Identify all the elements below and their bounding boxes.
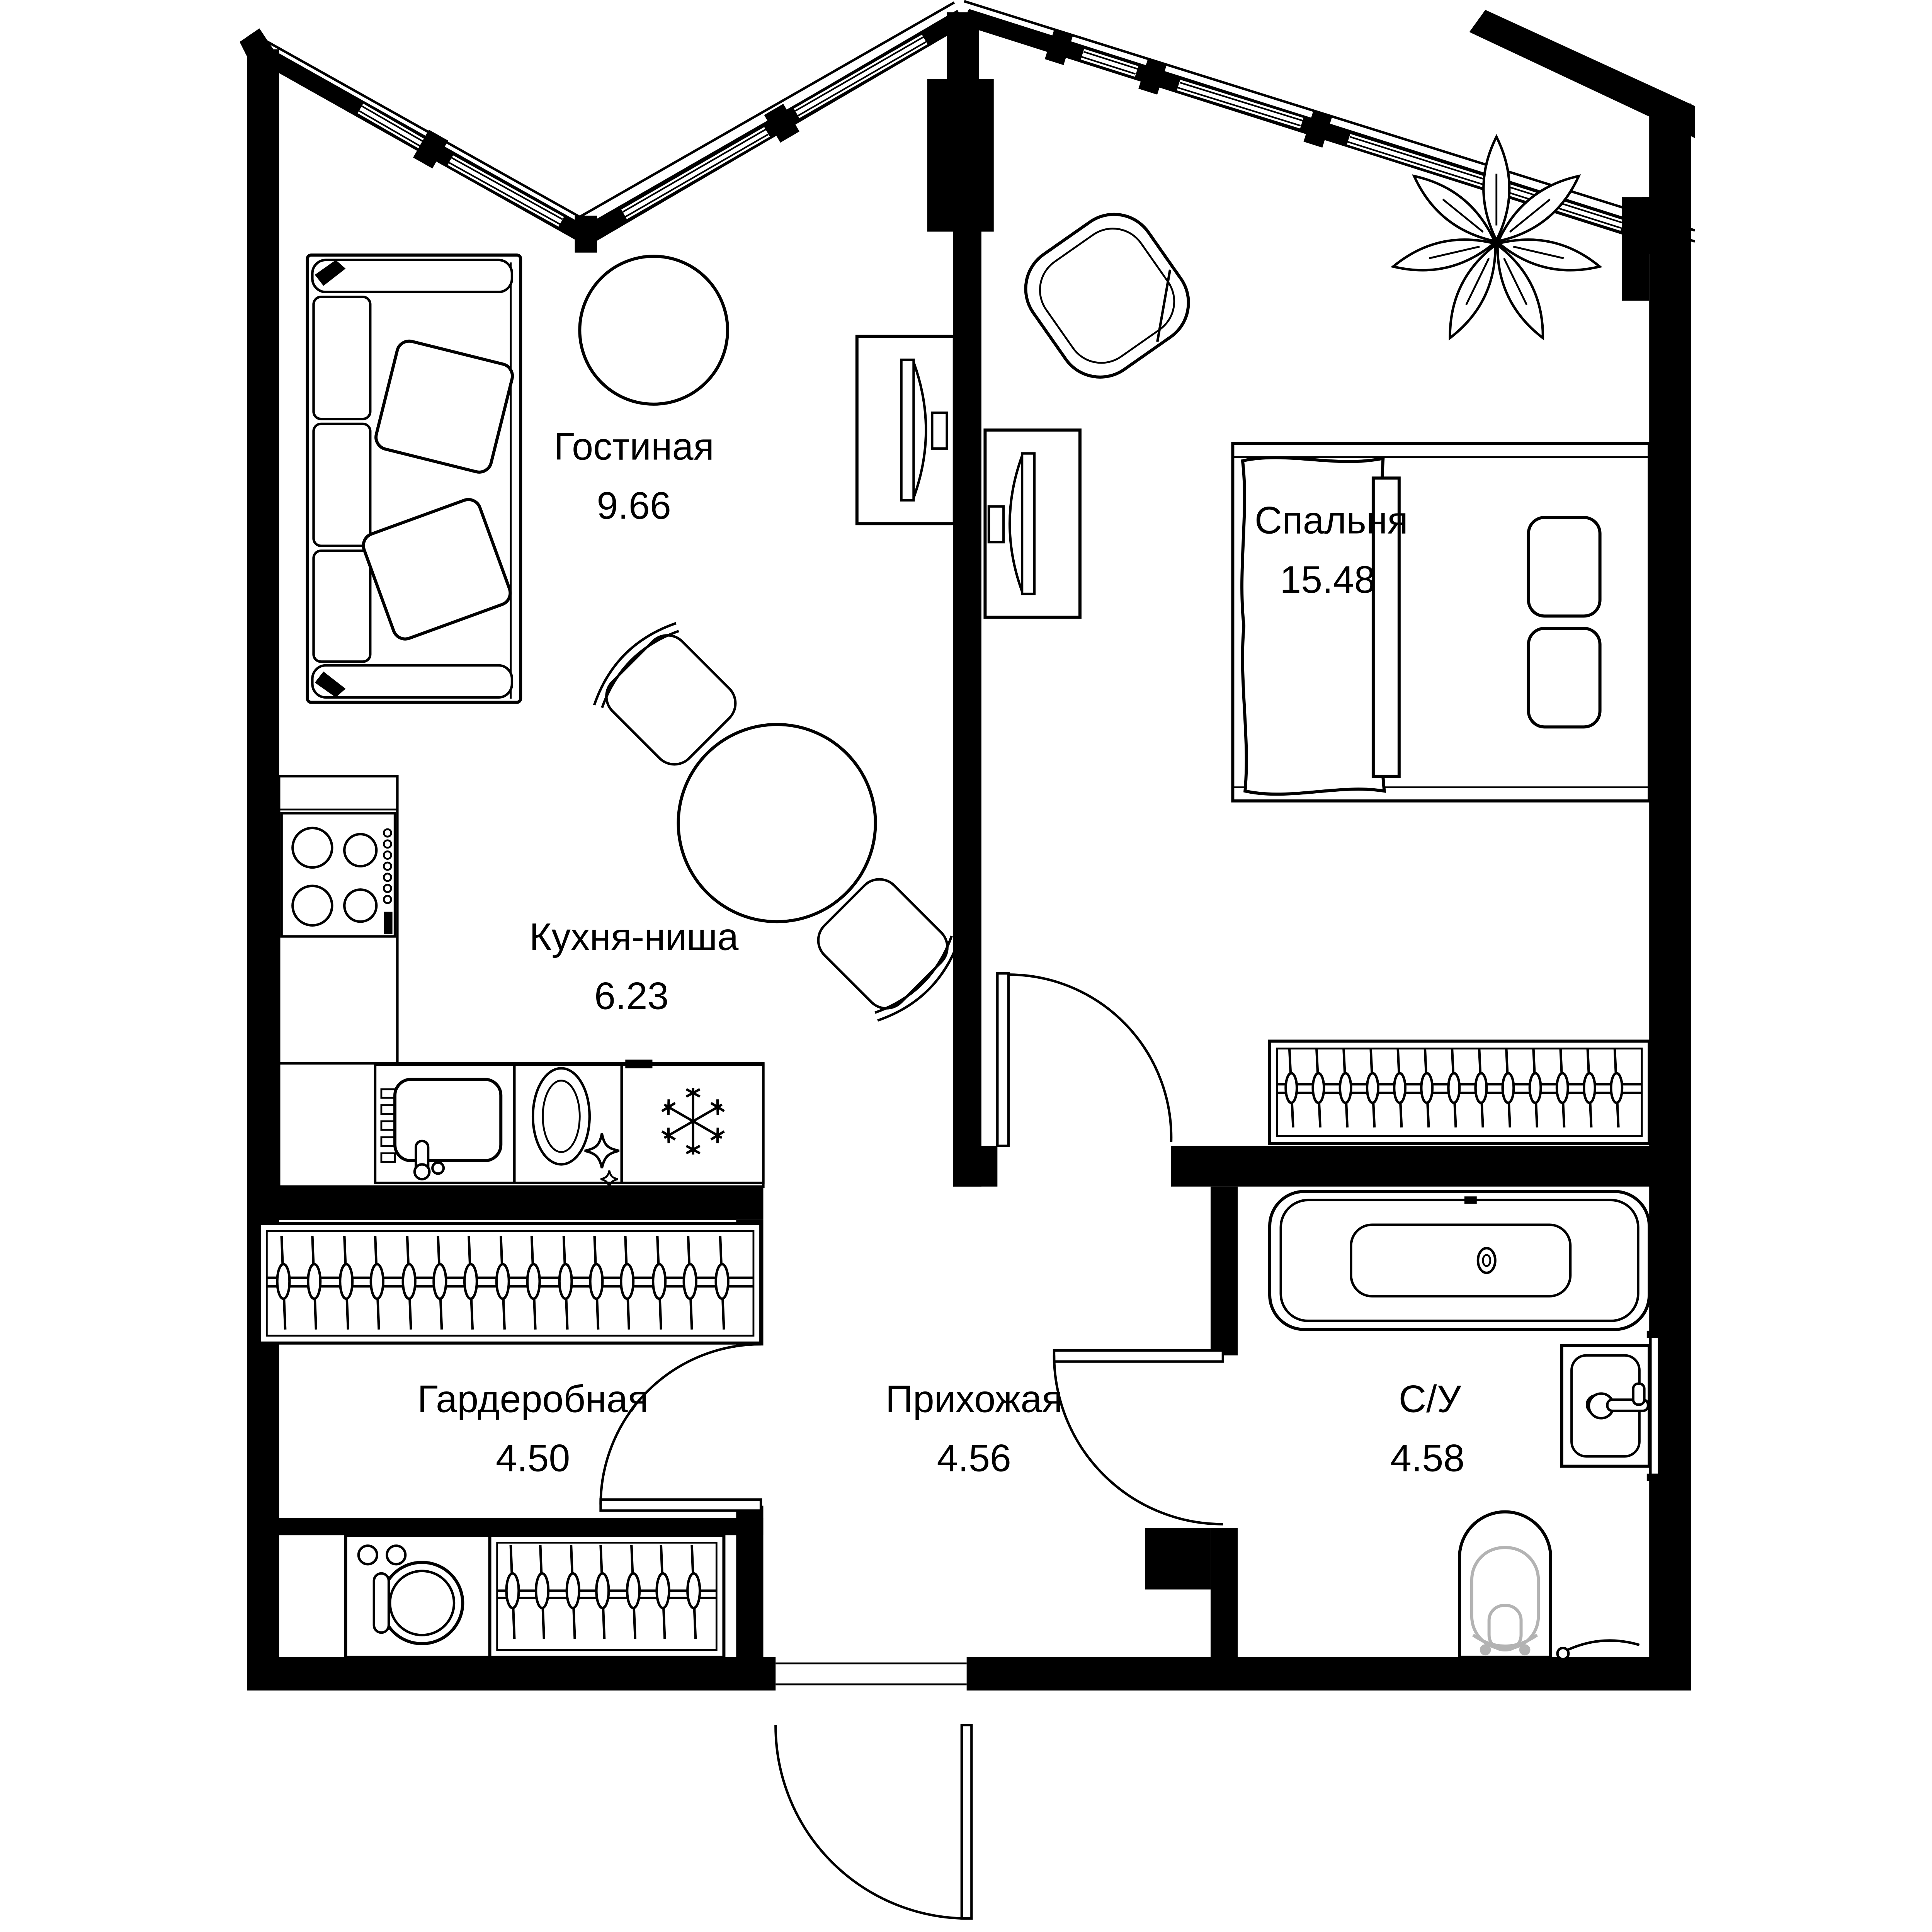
tv-mount (931, 412, 948, 450)
room-label-kitchen: Кухня-ниша 6.23 (529, 916, 739, 1017)
kitchen-bottom-wall (247, 1186, 764, 1220)
room-area: 4.50 (496, 1437, 570, 1479)
pillow (1527, 627, 1602, 729)
kitchen-counter (278, 775, 765, 1188)
blanket (1240, 456, 1387, 796)
room-area: 4.56 (937, 1437, 1011, 1479)
room-area: 6.23 (594, 975, 668, 1017)
kitchen-sink (374, 1063, 516, 1184)
bath-wall-upper (1210, 1186, 1238, 1355)
pillow (1527, 516, 1602, 618)
left-wall (247, 49, 279, 1657)
toilet (1458, 1510, 1553, 1659)
partition-living-bedroom (953, 229, 981, 1187)
drain (1476, 1247, 1497, 1274)
right-wall-step (1622, 197, 1650, 301)
tv-screen (900, 358, 915, 502)
headboard (1371, 476, 1401, 778)
interior-walls (247, 229, 1691, 1690)
room-area: 9.66 (597, 484, 671, 527)
stove (280, 812, 396, 938)
door-leaf (996, 972, 1010, 1147)
door-wardrobe (599, 1343, 762, 1512)
fridge (620, 1060, 765, 1184)
room-label-bathroom: С/У 4.58 (1390, 1378, 1464, 1479)
towel-rail (1556, 1639, 1640, 1660)
furniture (258, 137, 1662, 1660)
washing-machine (344, 1534, 492, 1659)
room-area: 4.58 (1390, 1437, 1464, 1479)
room-name: Гардеробная (417, 1378, 648, 1420)
wardrobe-rail-left (258, 1222, 763, 1345)
room-label-living: Гостиная 9.66 (554, 425, 714, 527)
bath-pier (1145, 1528, 1211, 1590)
door-bedroom (996, 972, 1173, 1147)
wardrobe-rail-bedroom (1268, 1039, 1651, 1145)
room-label-wardrobe: Гардеробная 4.50 (417, 1378, 648, 1479)
room-name: Кухня-ниша (529, 916, 739, 958)
doors (599, 972, 1225, 1920)
bed (1231, 442, 1651, 803)
dining-table (677, 723, 877, 923)
wardrobe-rail-small (488, 1534, 726, 1659)
door-entrance (774, 1657, 973, 1920)
bottom-wall-left (247, 1657, 776, 1690)
room-name: Спальня (1255, 499, 1408, 542)
room-name: С/У (1399, 1378, 1462, 1420)
door-leaf (960, 1724, 973, 1920)
dining-set (584, 613, 969, 1031)
door-leaf (1053, 1349, 1225, 1363)
tv-unit-bedroom (983, 428, 1082, 619)
dishwasher (513, 1063, 623, 1188)
tv-unit-living (855, 335, 956, 526)
armchair (1024, 213, 1190, 379)
room-name: Гостиная (554, 425, 714, 468)
corner-wall-right (1469, 10, 1695, 138)
door-leaf (599, 1498, 762, 1512)
side-table (578, 255, 729, 406)
room-label-bedroom: Спальня 15.48 (1255, 499, 1408, 601)
room-name: Прихожая (886, 1378, 1063, 1420)
laundry-band (247, 1518, 764, 1536)
bathtub (1268, 1190, 1651, 1331)
exterior-walls (240, 9, 1695, 1691)
room-label-hallway: Прихожая 4.56 (886, 1378, 1063, 1479)
sparkle-icon (584, 1133, 620, 1168)
sparkle-icon (600, 1170, 618, 1188)
sofa (306, 253, 522, 704)
bath-wall-lower (1210, 1528, 1238, 1657)
door-bathroom (1053, 1349, 1225, 1526)
room-labels: Гостиная 9.66 Спальня 15.48 Кухня-ниша 6… (417, 425, 1464, 1479)
tv-mount (987, 505, 1005, 544)
room-area: 15.48 (1280, 558, 1375, 601)
tv-screen (1020, 452, 1036, 595)
washbasin (1560, 1330, 1662, 1481)
bottom-wall-right (966, 1657, 1691, 1690)
